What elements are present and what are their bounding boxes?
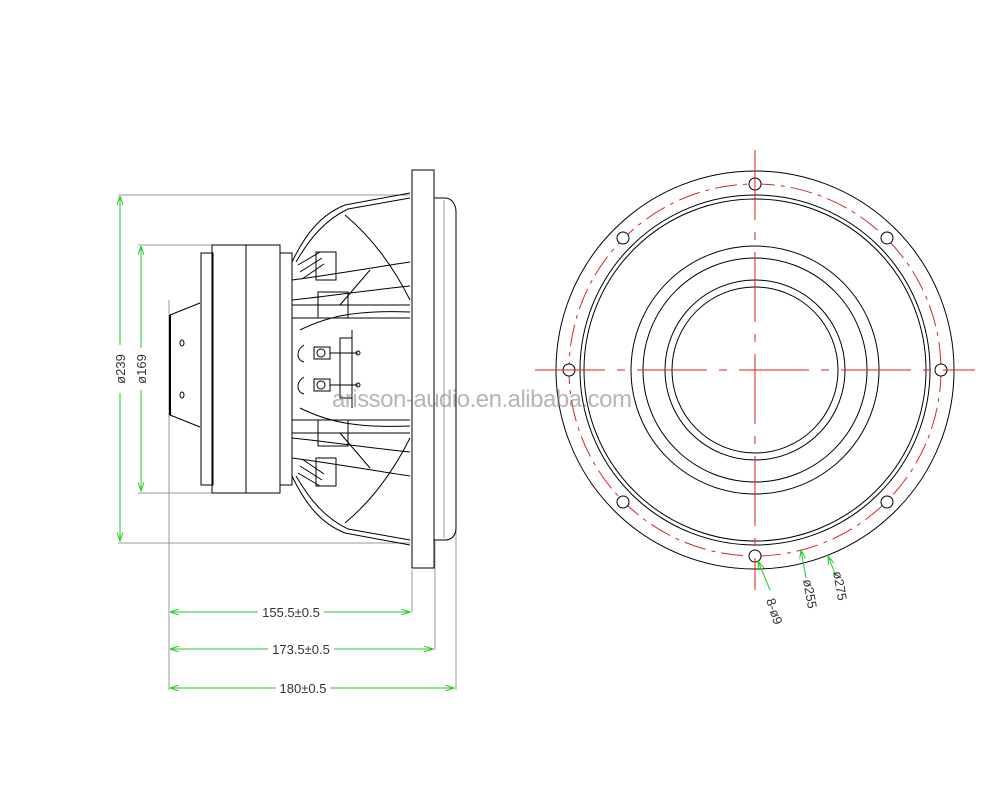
- callout-outer-diameter: ø275: [830, 570, 850, 602]
- front-view: 8-ø9 ø255 ø275: [535, 150, 975, 626]
- watermark: arisson-audio.en.alibaba.com: [332, 386, 632, 413]
- side-view: ø239 ø169 155.5±0.5 173.5±0.5 180±0.5: [112, 169, 457, 697]
- callout-holes: 8-ø9: [763, 596, 786, 626]
- mounting-flange: [411, 169, 457, 569]
- mounting-holes: [562, 177, 948, 563]
- dim-outer-diameter: ø239: [113, 354, 128, 384]
- magnet-assembly: [200, 244, 293, 494]
- rear-cap: [169, 302, 201, 428]
- dim-magnet-diameter: ø169: [134, 354, 149, 384]
- dim-overall-depth: 180±0.5: [280, 681, 327, 696]
- leader-lines: [758, 550, 837, 591]
- center-lines: [535, 150, 975, 590]
- basket-frame: [291, 192, 411, 546]
- dim-depth-to-mount: 155.5±0.5: [262, 605, 320, 620]
- dim-depth-to-frame: 173.5±0.5: [272, 642, 330, 657]
- callout-bolt-circle: ø255: [800, 578, 820, 610]
